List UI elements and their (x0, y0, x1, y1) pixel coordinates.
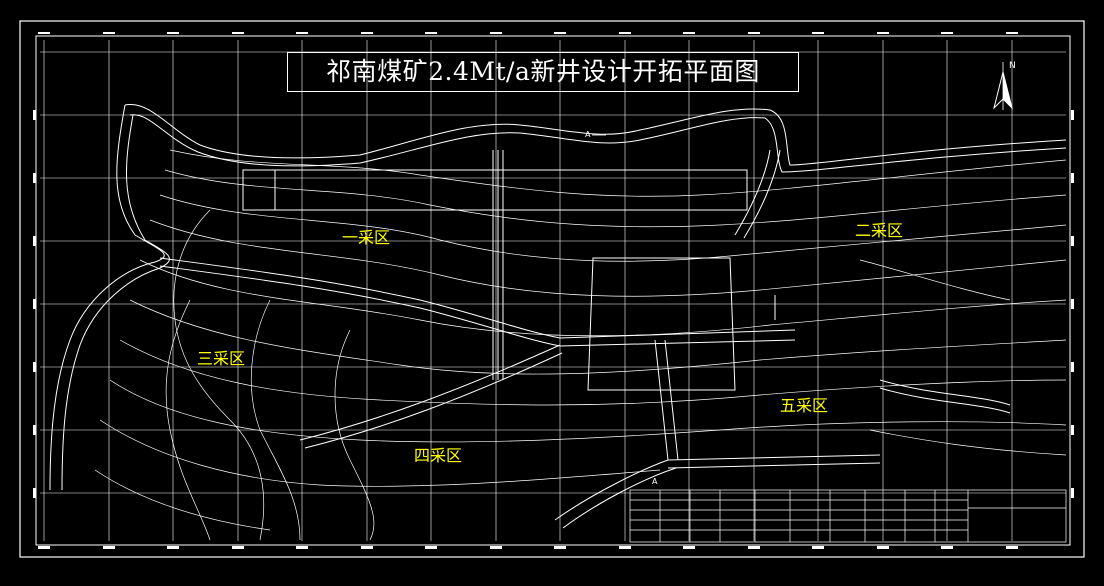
north-arrow-label: N (1009, 61, 1016, 71)
legend-table (629, 489, 1067, 543)
zone-label-2: 二采区 (855, 221, 904, 240)
inner-frame (35, 35, 1071, 546)
coordinate-grid (40, 40, 1066, 541)
grid-tick-marks (33, 32, 1074, 549)
section-marker-label: A (585, 130, 591, 139)
roadway-features (49, 104, 1067, 529)
section-marker-label-2: A (652, 477, 658, 486)
north-arrow-icon: N (993, 61, 1016, 110)
section-marker: A A (585, 130, 658, 486)
zone-label-5: 五采区 (780, 396, 829, 415)
zone-label-4: 四采区 (414, 446, 463, 465)
zone-label-1: 一采区 (342, 228, 391, 247)
outer-frame (19, 20, 1085, 558)
zone-label-3: 三采区 (197, 349, 246, 368)
drawing-title: 祁南煤矿2.4Mt/a新井设计开拓平面图 (287, 52, 799, 92)
